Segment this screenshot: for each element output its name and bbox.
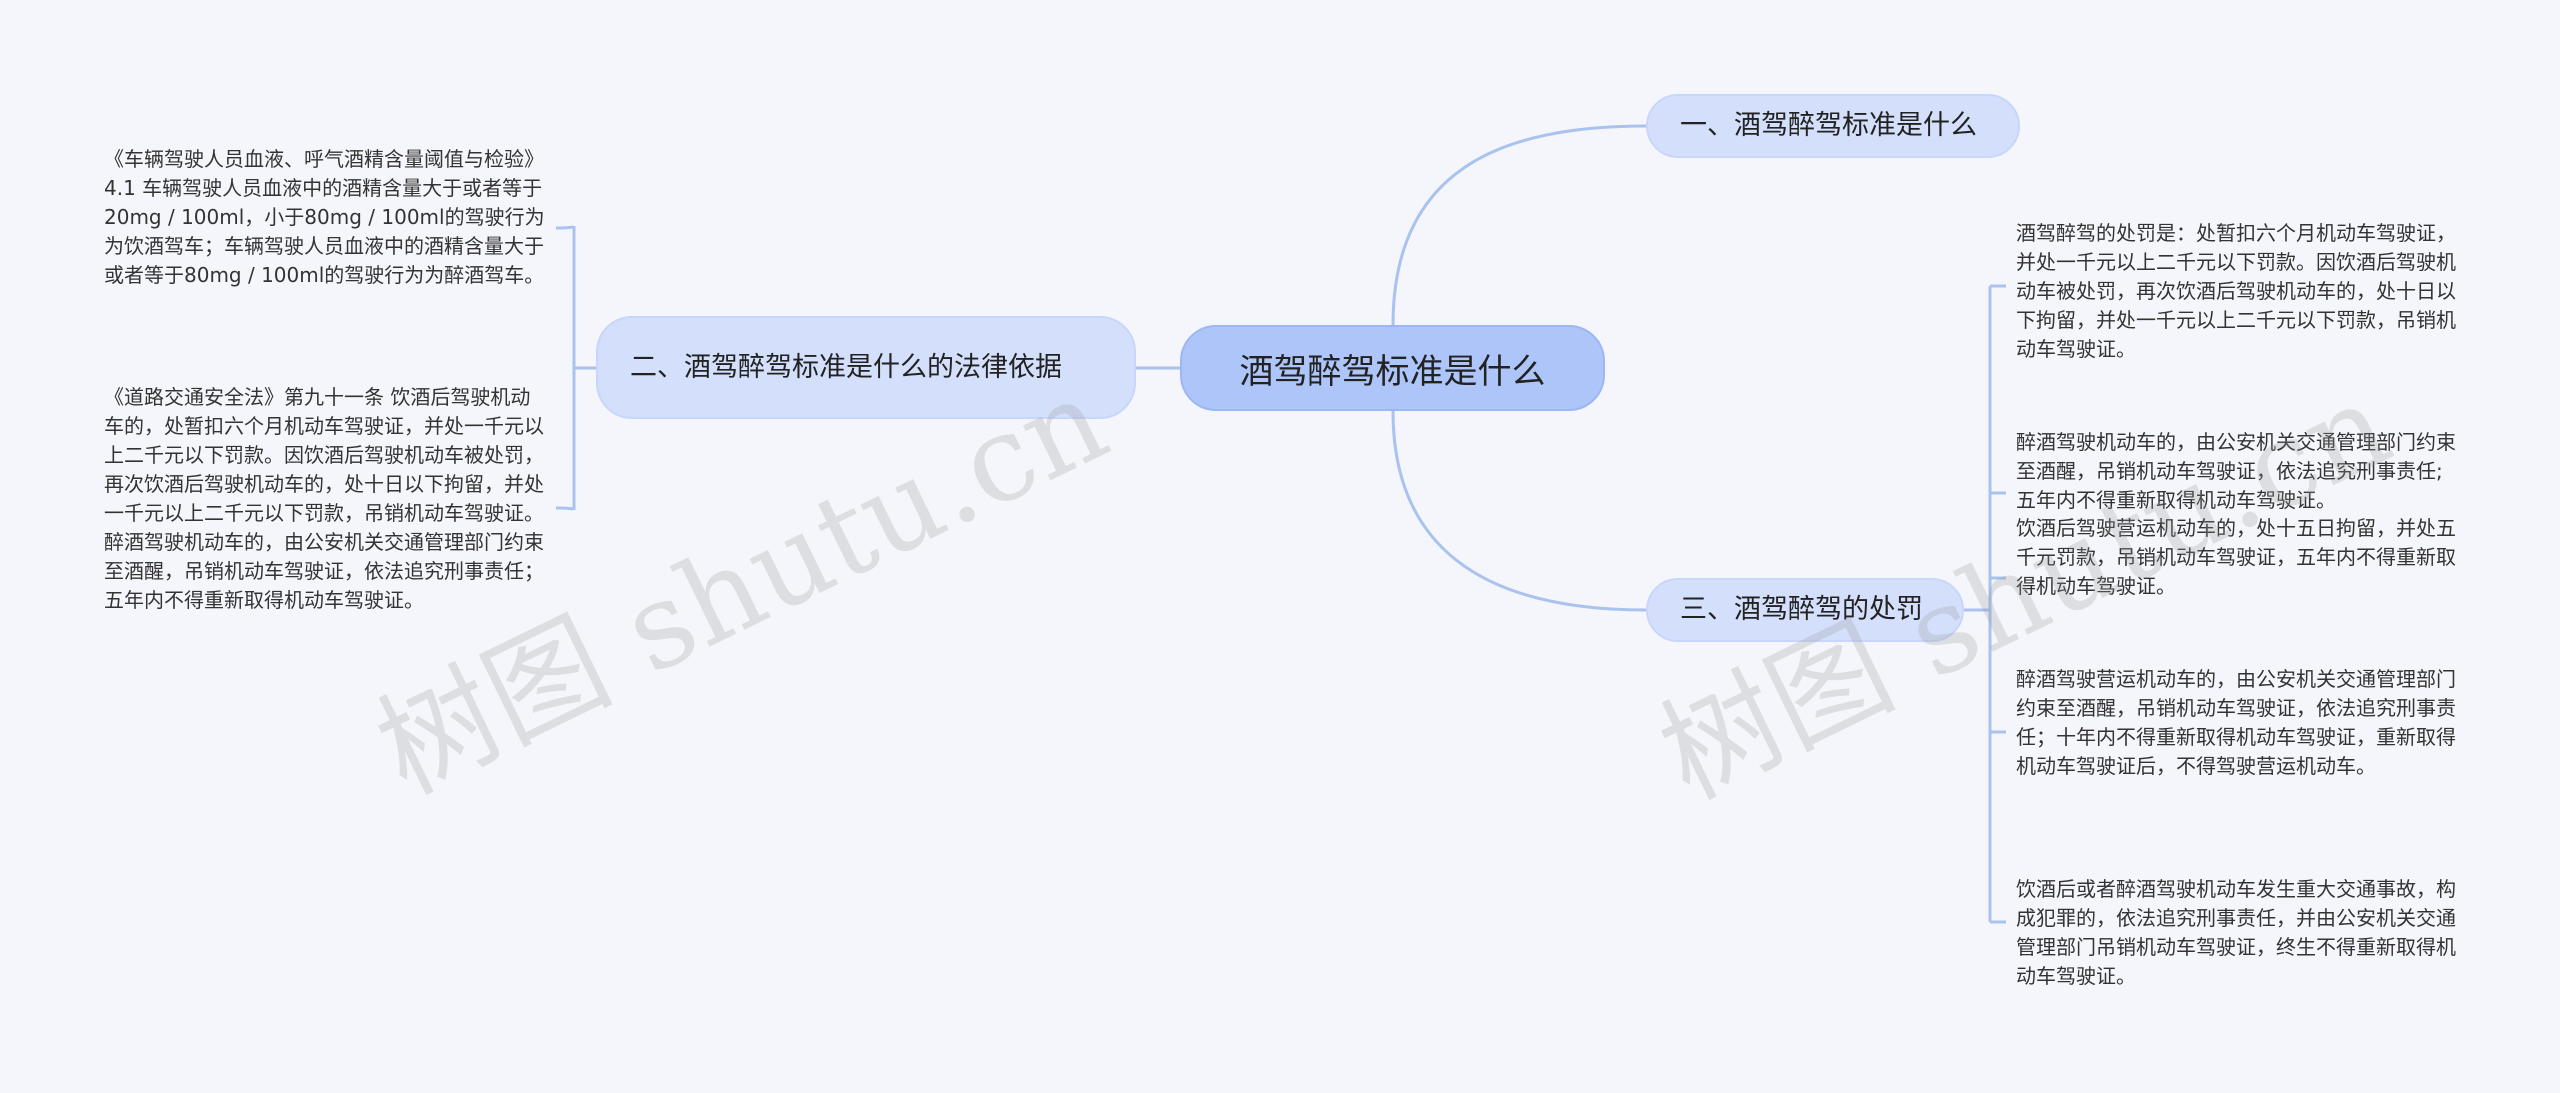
- leaf-penalty-commercial-intoxicated[interactable]: 醉酒驾驶营运机动车的，由公安机关交通管理部门约束至酒醒，吊销机动车驾驶证，依法追…: [2016, 667, 2456, 778]
- branch-node-legal-basis[interactable]: 二、酒驾醉驾标准是什么的法律依据: [596, 316, 1136, 419]
- leaf-penalty-drunk-driving[interactable]: 酒驾醉驾的处罚是：处暂扣六个月机动车驾驶证，并处一千元以上二千元以下罚款。因饮酒…: [2016, 221, 2456, 361]
- leaf-penalty-intoxicated-driving[interactable]: 醉酒驾驶机动车的，由公安机关交通管理部门约束至酒醒，吊销机动车驾驶证，依法追究刑…: [2016, 430, 2456, 512]
- leaf-penalty-major-accident[interactable]: 饮酒后或者醉酒驾驶机动车发生重大交通事故，构成犯罪的，依法追究刑事责任，并由公安…: [2016, 877, 2456, 988]
- branch-label: 三、酒驾醉驾的处罚: [1680, 594, 1923, 625]
- branch-node-penalties[interactable]: 三、酒驾醉驾的处罚: [1646, 578, 1964, 642]
- connector-root-branch3: [1391, 410, 1647, 612]
- leaf-legal-basis-threshold-standard[interactable]: 《车辆驾驶人员血液、呼气酒精含量阈值与检验》4.1 车辆驾驶人员血液中的酒精含量…: [104, 147, 545, 287]
- root-label: 酒驾醉驾标准是什么: [1239, 351, 1546, 392]
- connector-branch2-bracket: [555, 225, 596, 511]
- branch-node-what-is-standard[interactable]: 一、酒驾醉驾标准是什么: [1646, 94, 2020, 158]
- branch-label: 二、酒驾醉驾标准是什么的法律依据: [630, 351, 1062, 383]
- leaf-penalty-commercial-drunk[interactable]: 饮酒后驾驶营运机动车的，处十五日拘留，并处五千元罚款，吊销机动车驾驶证，五年内不…: [2016, 516, 2456, 598]
- leaf-legal-basis-traffic-law[interactable]: 《道路交通安全法》第九十一条 饮酒后驾驶机动车的，处暂扣六个月机动车驾驶证，并处…: [104, 385, 544, 612]
- connector-root-branch1: [1391, 124, 1647, 326]
- root-node[interactable]: 酒驾醉驾标准是什么: [1180, 325, 1605, 411]
- branch-label: 一、酒驾醉驾标准是什么: [1680, 110, 1977, 141]
- connector-branch3-bracket: [1964, 284, 2006, 924]
